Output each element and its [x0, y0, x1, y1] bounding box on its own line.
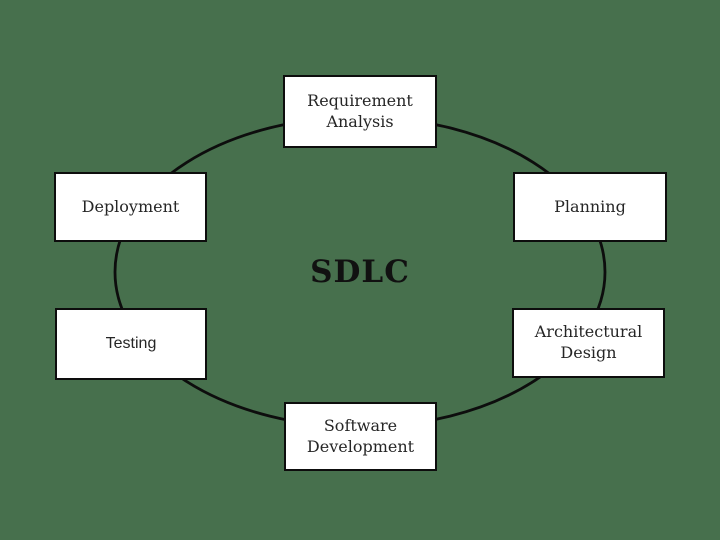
diagram-title: SDLC: [310, 254, 410, 290]
node-requirement-analysis: Requirement Analysis: [283, 75, 437, 148]
node-label-testing: Testing: [105, 334, 157, 352]
node-label-requirement-analysis: Requirement Analysis: [307, 90, 413, 131]
node-testing: Testing: [55, 308, 207, 380]
node-label-planning: Planning: [554, 196, 626, 216]
node-software-development: Software Development: [284, 402, 437, 471]
node-architectural-design: Architectural Design: [512, 308, 665, 378]
node-deployment: Deployment: [54, 172, 207, 242]
node-label-architectural-design: Architectural Design: [534, 322, 643, 362]
node-label-software-development: Software Development: [306, 415, 415, 456]
node-label-deployment: Deployment: [81, 196, 180, 216]
node-planning: Planning: [513, 172, 667, 242]
